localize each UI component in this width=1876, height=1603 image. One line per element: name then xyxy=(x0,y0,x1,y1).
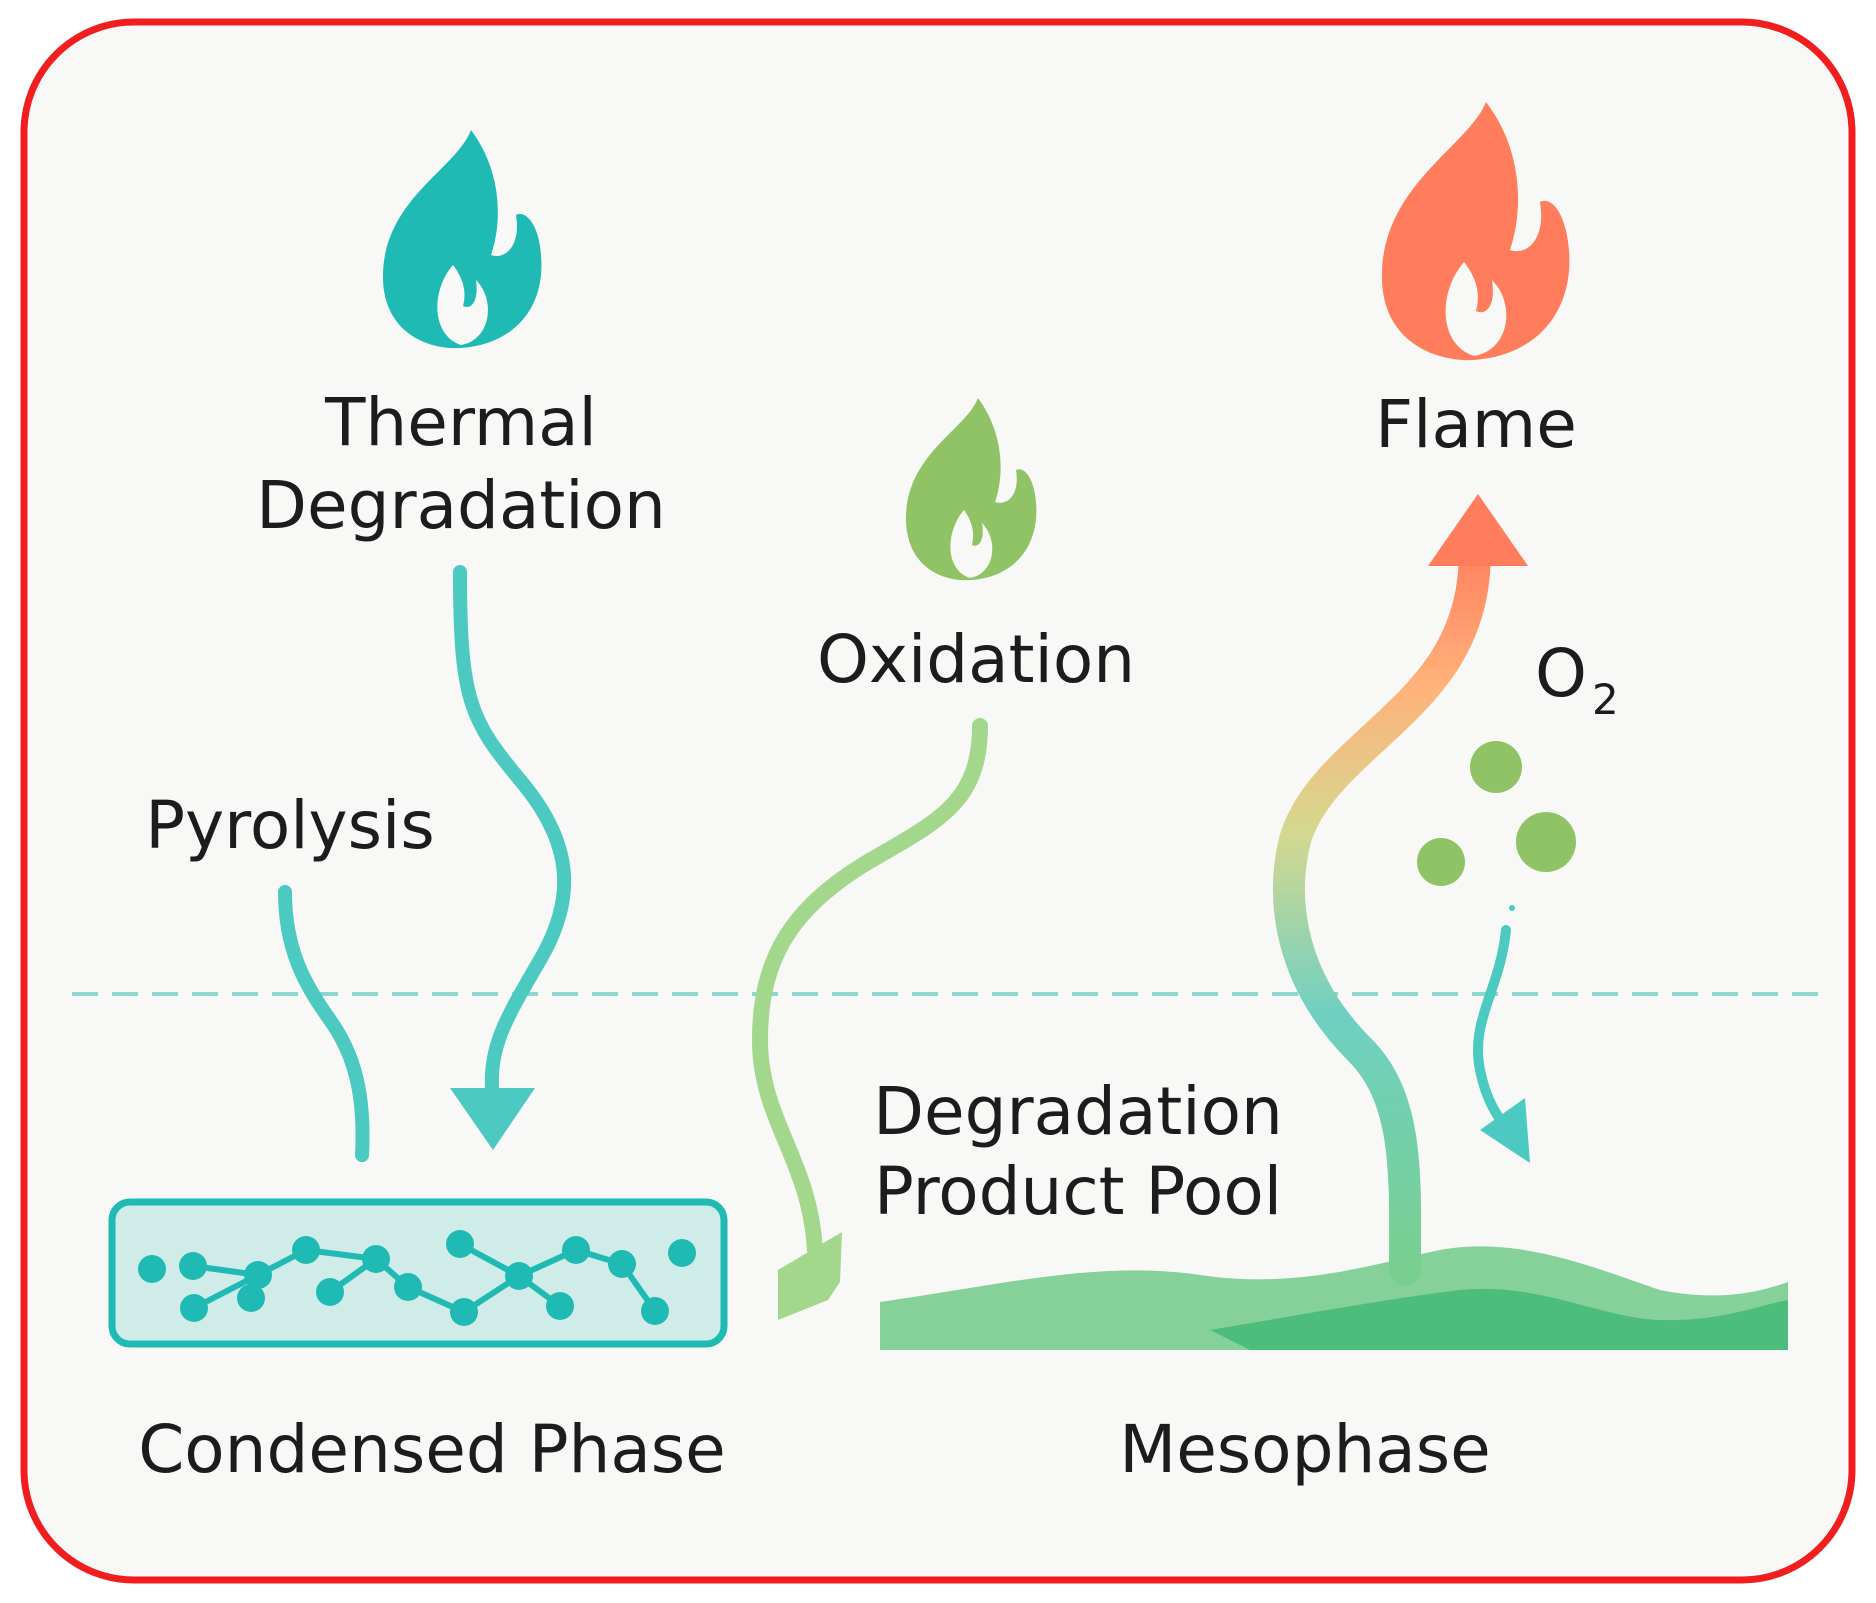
pool-label-line2: Product Pool xyxy=(874,1153,1282,1230)
polymer-chain-icon xyxy=(138,1230,696,1326)
oxidation-label: Oxidation xyxy=(817,621,1135,698)
flame-icon-green xyxy=(905,398,1037,581)
pool-label-line1: Degradation xyxy=(873,1073,1283,1150)
thermal-degradation-label-line1: Thermal xyxy=(324,384,597,461)
pyrolysis-arrow xyxy=(278,885,370,1162)
oxidation-arrow xyxy=(751,718,988,1258)
thermal-degradation-arrowhead xyxy=(450,1088,535,1150)
oxygen-molecules-icon xyxy=(1417,741,1576,911)
oxygen-arrowhead xyxy=(1480,1098,1530,1163)
oxygen-label-subscript: 2 xyxy=(1592,675,1619,724)
flame-icon-orange xyxy=(1381,102,1570,361)
oxidation-arrowhead xyxy=(778,1232,842,1320)
mesophase-label: Mesophase xyxy=(1119,1411,1490,1488)
condensed-phase-label: Condensed Phase xyxy=(138,1411,726,1488)
mesophase-ground-dark xyxy=(1210,1288,1788,1350)
flame-rise-arrowhead xyxy=(1428,494,1528,566)
pyrolysis-label: Pyrolysis xyxy=(145,787,434,864)
thermal-degradation-label-line2: Degradation xyxy=(256,467,666,544)
thermal-degradation-arrow xyxy=(453,565,572,1097)
flame-icon-teal xyxy=(382,130,542,349)
oxygen-label: O xyxy=(1535,635,1587,712)
flame-rise-arrow xyxy=(1272,524,1491,1286)
flame-label: Flame xyxy=(1375,386,1577,463)
